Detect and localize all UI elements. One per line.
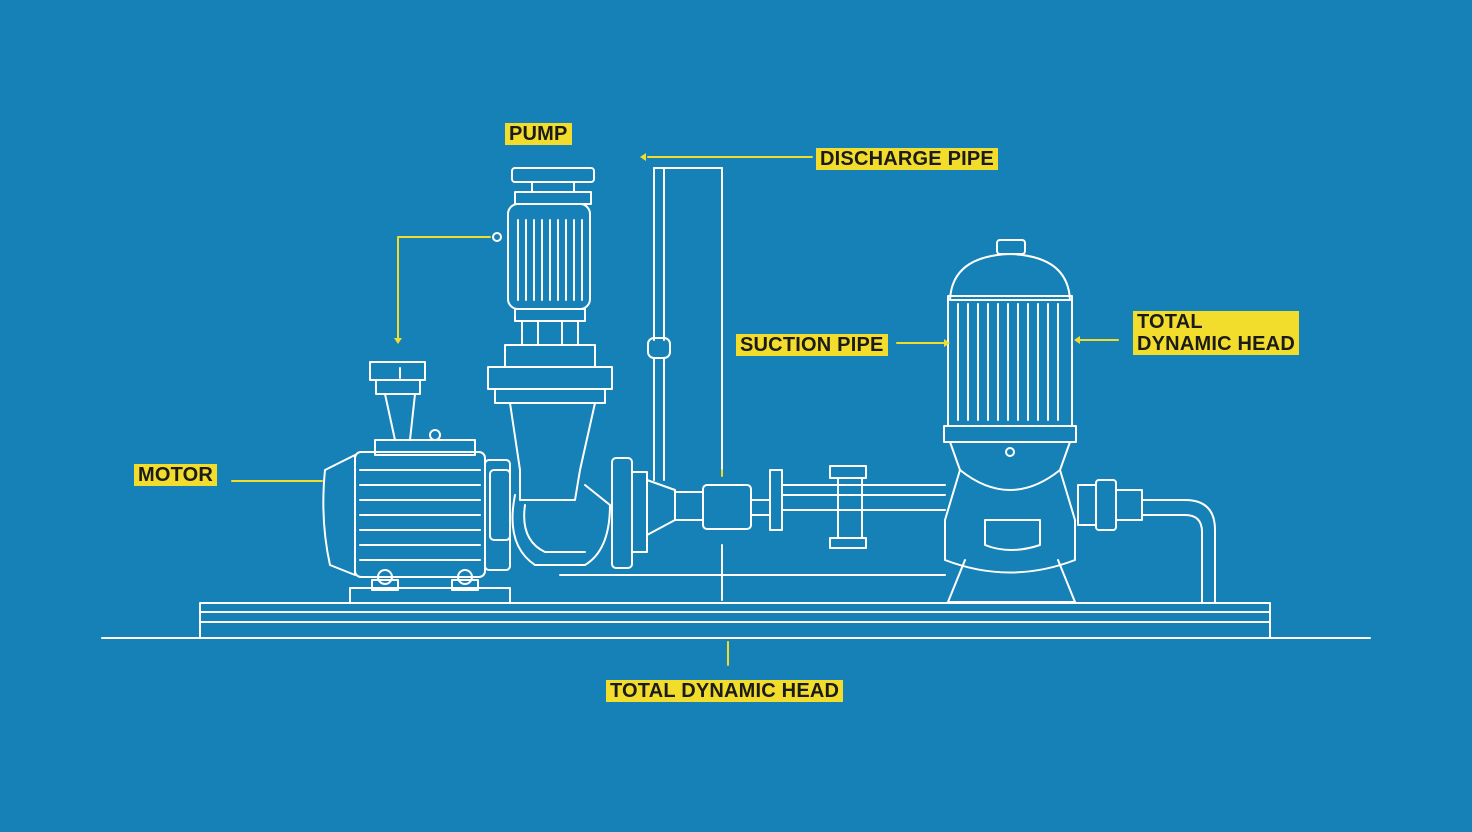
pump-leader-arrowhead xyxy=(394,338,402,344)
tdh-right-leader-arrowhead xyxy=(1074,336,1080,344)
discharge-pipe-drawing xyxy=(647,167,723,481)
motor-label: MOTOR xyxy=(134,464,218,486)
total-dynamic-head-right-label: TOTAL DYNAMIC HEAD xyxy=(1133,311,1299,355)
pump-label: PUMP xyxy=(505,123,572,145)
total-dynamic-head-bottom-label: TOTAL DYNAMIC HEAD xyxy=(606,680,844,702)
suction-pipe-label: SUCTION PIPE xyxy=(736,334,888,356)
coupling-drawing xyxy=(559,457,946,576)
base-frame xyxy=(101,602,1371,639)
suction-pipe-leader-arrowhead xyxy=(944,339,950,347)
right-motor-drawing xyxy=(943,239,1216,604)
pump-leader xyxy=(397,236,491,341)
motor-drawing xyxy=(322,361,511,604)
pump-drawing xyxy=(487,167,613,566)
leader-lines xyxy=(231,153,1119,666)
discharge-pipe-leader-arrowhead xyxy=(640,153,646,161)
discharge-pipe-label: DISCHARGE PIPE xyxy=(816,148,998,170)
